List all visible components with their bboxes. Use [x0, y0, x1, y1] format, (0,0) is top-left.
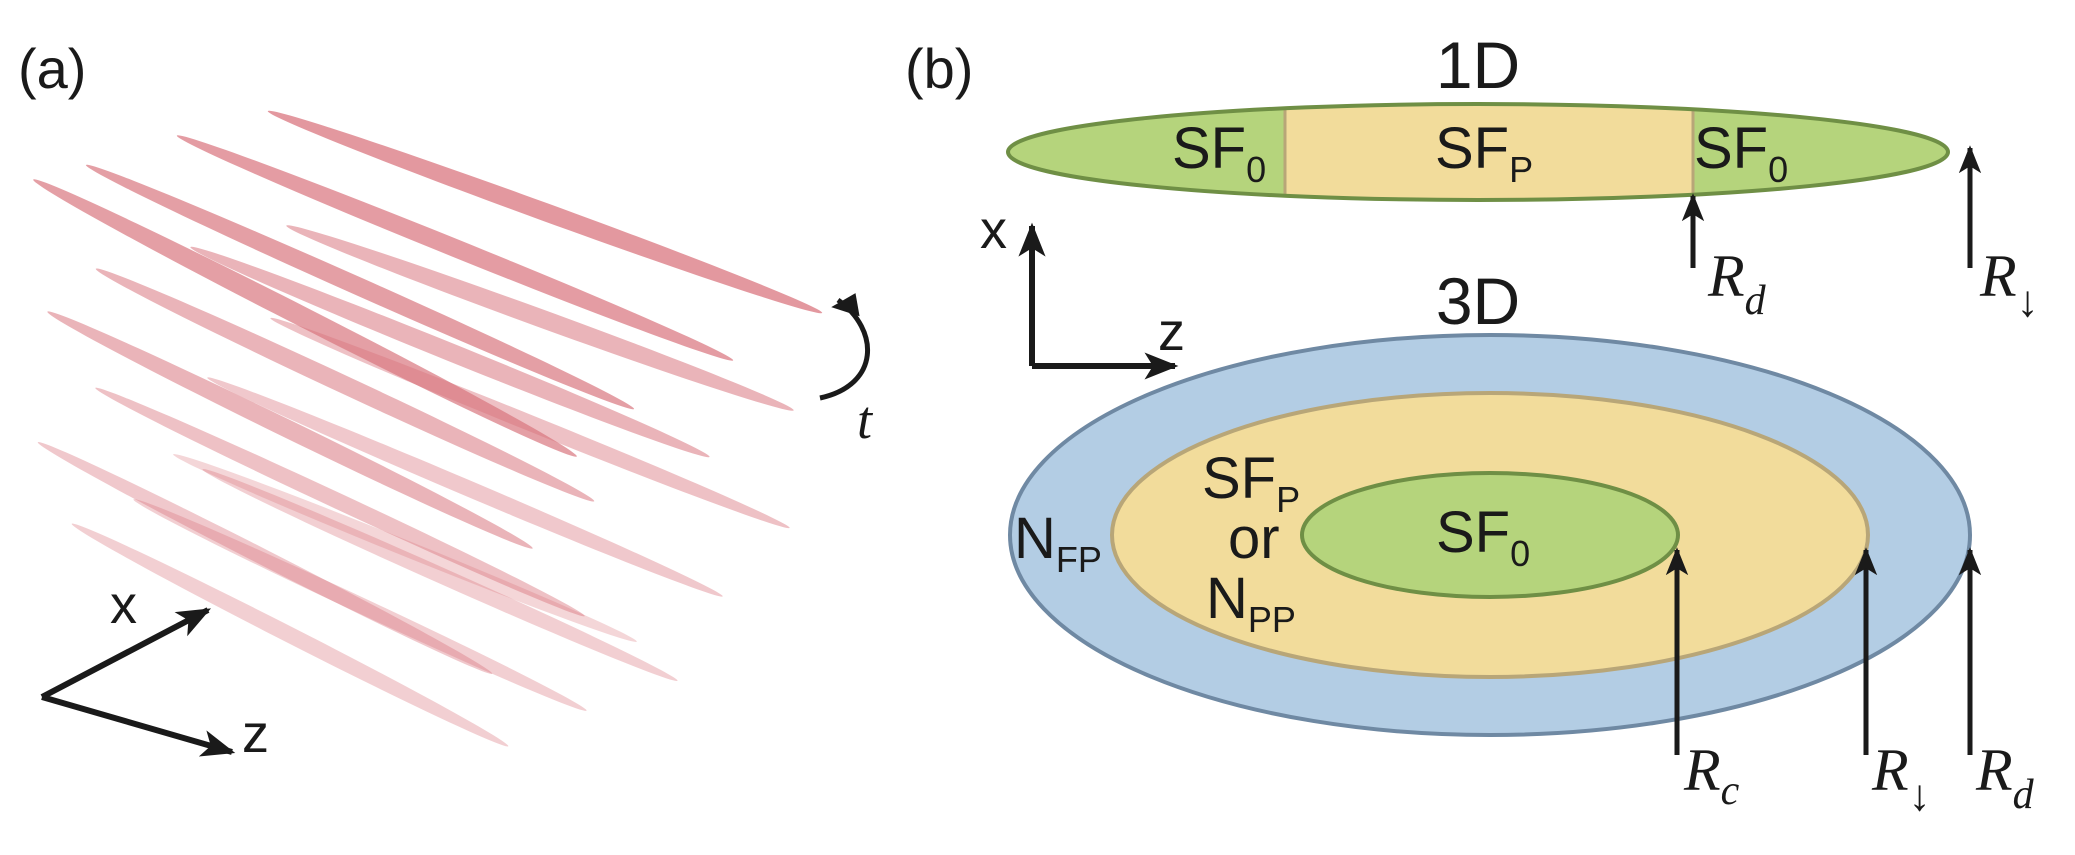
panel-b-x-label: x — [980, 200, 1007, 260]
one-d-left-region: SF0 — [1172, 116, 1266, 190]
panel-a-x-label: x — [110, 575, 137, 635]
cloud-ellipse — [85, 164, 635, 410]
cloud-ellipse — [33, 179, 577, 457]
cloud-ellipse — [202, 468, 678, 682]
time-arrowhead — [831, 293, 860, 317]
cloud-ellipse — [95, 268, 595, 502]
three-d-arrow-outer-label: Rd — [1975, 737, 2035, 818]
panel-b-label: (b) — [905, 37, 973, 100]
three-d-inner-ellipse — [1300, 471, 1680, 599]
cloud-ellipse — [267, 110, 823, 314]
panel-a-axes — [40, 607, 236, 757]
one-d-bar — [1006, 102, 1950, 202]
cloud-ellipse — [190, 246, 710, 458]
time-label: t — [857, 390, 874, 450]
one-d-right-region: SF0 — [1694, 116, 1788, 190]
three-d-middle-label-1: SFP — [1202, 446, 1300, 520]
cloud-ellipse — [71, 523, 509, 747]
cloud-ellipse — [176, 135, 734, 361]
cloud-ellipse — [47, 311, 533, 549]
title-1d: 1D — [1436, 28, 1520, 102]
three-d-arrow-inner-label: Rc — [1683, 737, 1740, 814]
one-d-arrow-inner-label: Rd — [1707, 243, 1767, 324]
one-d-arrow-outer-label: R↓ — [1979, 243, 2039, 326]
cloud-ellipse — [133, 499, 587, 711]
cloud-ellipse — [173, 454, 637, 642]
panel-b-axes — [1018, 222, 1179, 380]
ellipse-stack — [33, 110, 823, 747]
three-d-outer-label: NFP — [1014, 506, 1102, 580]
time-arrow — [819, 297, 871, 401]
three-d-arrow-middle-label: R↓ — [1871, 737, 1931, 820]
cloud-ellipse — [207, 377, 723, 597]
three-d-middle-label-2: or — [1228, 506, 1280, 571]
cloud-ellipse — [270, 317, 790, 529]
panel-a-label: (a) — [18, 37, 86, 100]
one-d-center-region: SFP — [1435, 116, 1533, 190]
cloud-ellipse — [286, 225, 794, 411]
title-3d: 3D — [1436, 264, 1520, 338]
three-d-inner-label: SF0 — [1436, 500, 1530, 574]
cloud-ellipse — [37, 442, 493, 674]
three-d-middle-label-3: NPP — [1206, 566, 1296, 640]
panel-b-z-label: z — [1158, 302, 1185, 362]
panel-a-z-label: z — [242, 704, 269, 764]
cloud-ellipse — [95, 387, 585, 617]
